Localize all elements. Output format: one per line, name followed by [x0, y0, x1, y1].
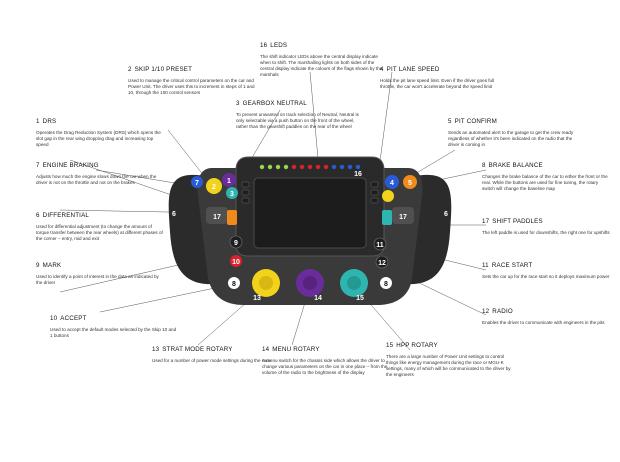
button-7-left [191, 176, 203, 188]
marshalling-lights [241, 181, 379, 204]
wheel-label-3: 3 [230, 191, 234, 198]
wheel-label-1: 1 [227, 178, 231, 185]
wheel-label-8-right: 8 [384, 281, 388, 288]
right-rotary [382, 210, 392, 225]
shift-paddle-left [206, 207, 228, 224]
button-8-right-top [382, 190, 394, 202]
button-4 [385, 175, 399, 189]
shift-leds [259, 164, 361, 170]
wheel-label-6-right: 6 [444, 211, 448, 218]
button-8-right-low [380, 277, 392, 289]
wheel-label-6-left: 6 [172, 211, 176, 218]
shift-paddle-right [392, 207, 414, 224]
button-8-left [228, 277, 240, 289]
button-5 [403, 175, 417, 189]
differential-rotary [227, 210, 237, 225]
wheel-label-11: 11 [376, 242, 384, 249]
wheel-label-14: 14 [314, 295, 322, 302]
wheel-label-7: 7 [195, 180, 199, 187]
wheel-label-8-left: 8 [232, 281, 236, 288]
wheel-label-17-right: 17 [399, 214, 407, 221]
wheel-label-13: 13 [253, 295, 261, 302]
button-2 [206, 178, 222, 194]
wheel-label-10: 10 [232, 259, 240, 266]
wheel-label-2: 2 [212, 184, 216, 191]
button-10 [230, 255, 242, 267]
annotation-leds: 16LEDs The shift indicator LEDs above th… [260, 42, 383, 78]
wheel-label-15: 15 [356, 295, 364, 302]
central-display [253, 177, 367, 249]
button-3 [226, 187, 238, 199]
button-12 [375, 255, 389, 269]
wheel-label-12: 12 [378, 260, 386, 267]
wheel-label-17-left: 17 [213, 214, 221, 221]
button-1 [222, 173, 236, 187]
button-11 [373, 237, 387, 251]
wheel-label-16: 16 [354, 171, 362, 178]
wheel-label-4: 4 [390, 180, 394, 187]
wheel-label-9: 9 [234, 240, 238, 247]
button-9 [229, 235, 243, 249]
wheel-label-5: 5 [408, 180, 412, 187]
